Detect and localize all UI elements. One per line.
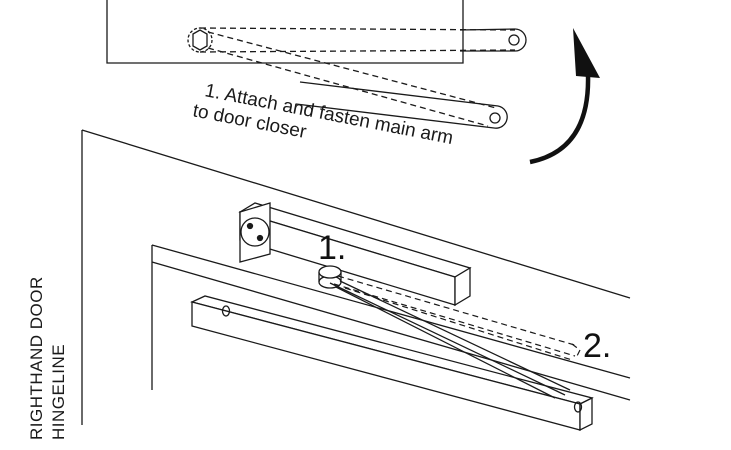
closer-end-cap <box>239 202 271 263</box>
side-label-line-2: HINGELINE <box>49 344 68 440</box>
door-inner-edge <box>151 261 631 401</box>
valve-screw-icon <box>256 234 264 242</box>
arm-end-upper <box>459 28 527 52</box>
main-arm-folded-position <box>333 275 581 361</box>
slide-track <box>190 295 594 432</box>
arm-hole-lower <box>489 112 501 124</box>
side-label-line-1: RIGHTHAND DOOR <box>27 276 46 440</box>
side-label: RIGHTHAND DOOR HINGELINE <box>27 276 68 440</box>
step-1-label: 1. <box>318 229 346 267</box>
track-screw-hole <box>573 401 583 413</box>
valve-screw-icon <box>246 222 254 230</box>
inset-closer-detail <box>106 0 527 129</box>
instruction-text: 1. Attach and fasten main arm to door cl… <box>191 80 455 149</box>
arm-hole-upper <box>508 34 520 46</box>
arm-end-lower <box>295 81 508 129</box>
track-screw-hole <box>221 305 231 317</box>
door-frame <box>81 129 631 425</box>
frame-top-edge <box>81 129 631 299</box>
step-2-label: 2. <box>583 327 611 365</box>
rotation-arrow-icon <box>529 28 600 165</box>
inset-closer-body <box>106 0 464 64</box>
adjuster-ring <box>240 217 270 247</box>
